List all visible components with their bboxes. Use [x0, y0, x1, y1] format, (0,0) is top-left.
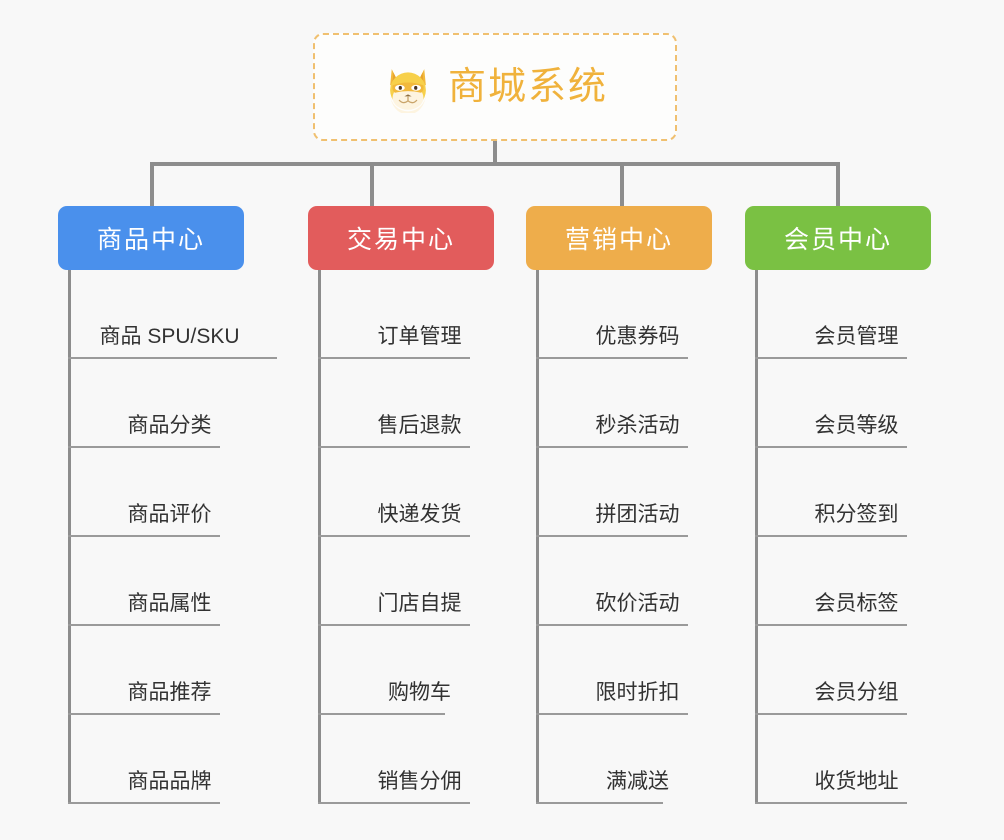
list-item[interactable]: 拼团活动 [536, 448, 712, 537]
list-item[interactable]: 订单管理 [318, 270, 494, 359]
connector-drop-1 [150, 162, 154, 208]
list-item[interactable]: 购物车 [318, 626, 494, 715]
connector-drop-2 [370, 162, 374, 208]
list-item-label: 满减送 [606, 770, 669, 793]
list-item-label: 会员管理 [814, 325, 899, 348]
list-item-label: 销售分佣 [377, 770, 462, 793]
branch-item-list-1: 商品 SPU/SKU 商品分类 商品评价 商品属性 商品推荐 商品品牌 [68, 270, 277, 804]
branch-column-2: 交易中心 订单管理 售后退款 快递发货 门店自提 购物车 销售分佣 [308, 206, 494, 804]
list-item-label: 拼团活动 [595, 503, 680, 526]
list-item[interactable]: 满减送 [536, 715, 712, 804]
branch-header-2[interactable]: 交易中心 [308, 206, 494, 270]
connector-drop-4 [836, 162, 840, 208]
list-item[interactable]: 收货地址 [755, 715, 931, 804]
list-item[interactable]: 商品推荐 [68, 626, 244, 715]
list-item[interactable]: 会员等级 [755, 359, 931, 448]
list-item-label: 售后退款 [377, 414, 462, 437]
list-item[interactable]: 会员分组 [755, 626, 931, 715]
branch-header-3[interactable]: 营销中心 [526, 206, 712, 270]
branch-header-4[interactable]: 会员中心 [745, 206, 931, 270]
branch-header-3-label: 营销中心 [564, 226, 673, 254]
list-item-label: 门店自提 [377, 592, 462, 615]
root-title: 商城系统 [447, 66, 608, 108]
list-item[interactable]: 会员标签 [755, 537, 931, 626]
list-item-label: 商品属性 [127, 592, 212, 615]
list-item[interactable]: 商品分类 [68, 359, 244, 448]
list-item-label: 商品评价 [127, 503, 212, 526]
list-item-label: 会员等级 [814, 414, 899, 437]
list-item-label: 砍价活动 [595, 592, 680, 615]
connector-drop-3 [620, 162, 624, 208]
list-item-label: 收货地址 [814, 770, 899, 793]
list-item[interactable]: 限时折扣 [536, 626, 712, 715]
branch-header-4-label: 会员中心 [783, 226, 892, 254]
branch-header-1[interactable]: 商品中心 [58, 206, 244, 270]
root-node[interactable]: 商城系统 [313, 33, 677, 141]
list-item[interactable]: 优惠券码 [536, 270, 712, 359]
list-item-label: 商品 SPU/SKU [99, 325, 240, 348]
connector-horizontal-bar [150, 162, 840, 166]
list-item[interactable]: 砍价活动 [536, 537, 712, 626]
list-item[interactable]: 售后退款 [318, 359, 494, 448]
list-item-label: 快递发货 [377, 503, 462, 526]
list-item[interactable]: 快递发货 [318, 448, 494, 537]
list-item-label: 商品品牌 [127, 770, 212, 793]
branch-column-1: 商品中心 商品 SPU/SKU 商品分类 商品评价 商品属性 商品推荐 商品品牌 [58, 206, 277, 804]
list-item-label: 积分签到 [814, 503, 899, 526]
list-item-label: 购物车 [388, 681, 451, 704]
list-item[interactable]: 商品评价 [68, 448, 244, 537]
list-item-label: 会员分组 [814, 681, 899, 704]
list-item[interactable]: 商品属性 [68, 537, 244, 626]
branch-header-1-label: 商品中心 [96, 226, 205, 254]
list-item-label: 限时折扣 [595, 681, 680, 704]
branch-item-list-2: 订单管理 售后退款 快递发货 门店自提 购物车 销售分佣 [318, 270, 494, 804]
shiba-dog-emoji [390, 69, 426, 113]
list-item-label: 优惠券码 [595, 325, 680, 348]
list-item[interactable]: 秒杀活动 [536, 359, 712, 448]
branch-column-3: 营销中心 优惠券码 秒杀活动 拼团活动 砍价活动 限时折扣 满减送 [526, 206, 712, 804]
list-item[interactable]: 销售分佣 [318, 715, 494, 804]
list-item[interactable]: 门店自提 [318, 537, 494, 626]
list-item-label: 商品分类 [127, 414, 212, 437]
list-item[interactable]: 商品 SPU/SKU [68, 270, 277, 359]
list-item-label: 会员标签 [814, 592, 899, 615]
list-item[interactable]: 会员管理 [755, 270, 931, 359]
branch-item-list-3: 优惠券码 秒杀活动 拼团活动 砍价活动 限时折扣 满减送 [536, 270, 712, 804]
list-item-label: 商品推荐 [127, 681, 212, 704]
branch-item-list-4: 会员管理 会员等级 积分签到 会员标签 会员分组 收货地址 [755, 270, 931, 804]
connector-root-stem [493, 141, 497, 166]
branch-header-2-label: 交易中心 [346, 226, 455, 254]
list-item[interactable]: 积分签到 [755, 448, 931, 537]
branch-column-4: 会员中心 会员管理 会员等级 积分签到 会员标签 会员分组 收货地址 [745, 206, 931, 804]
list-item-label: 订单管理 [377, 325, 462, 348]
list-item-label: 秒杀活动 [595, 414, 680, 437]
list-item[interactable]: 商品品牌 [68, 715, 244, 804]
